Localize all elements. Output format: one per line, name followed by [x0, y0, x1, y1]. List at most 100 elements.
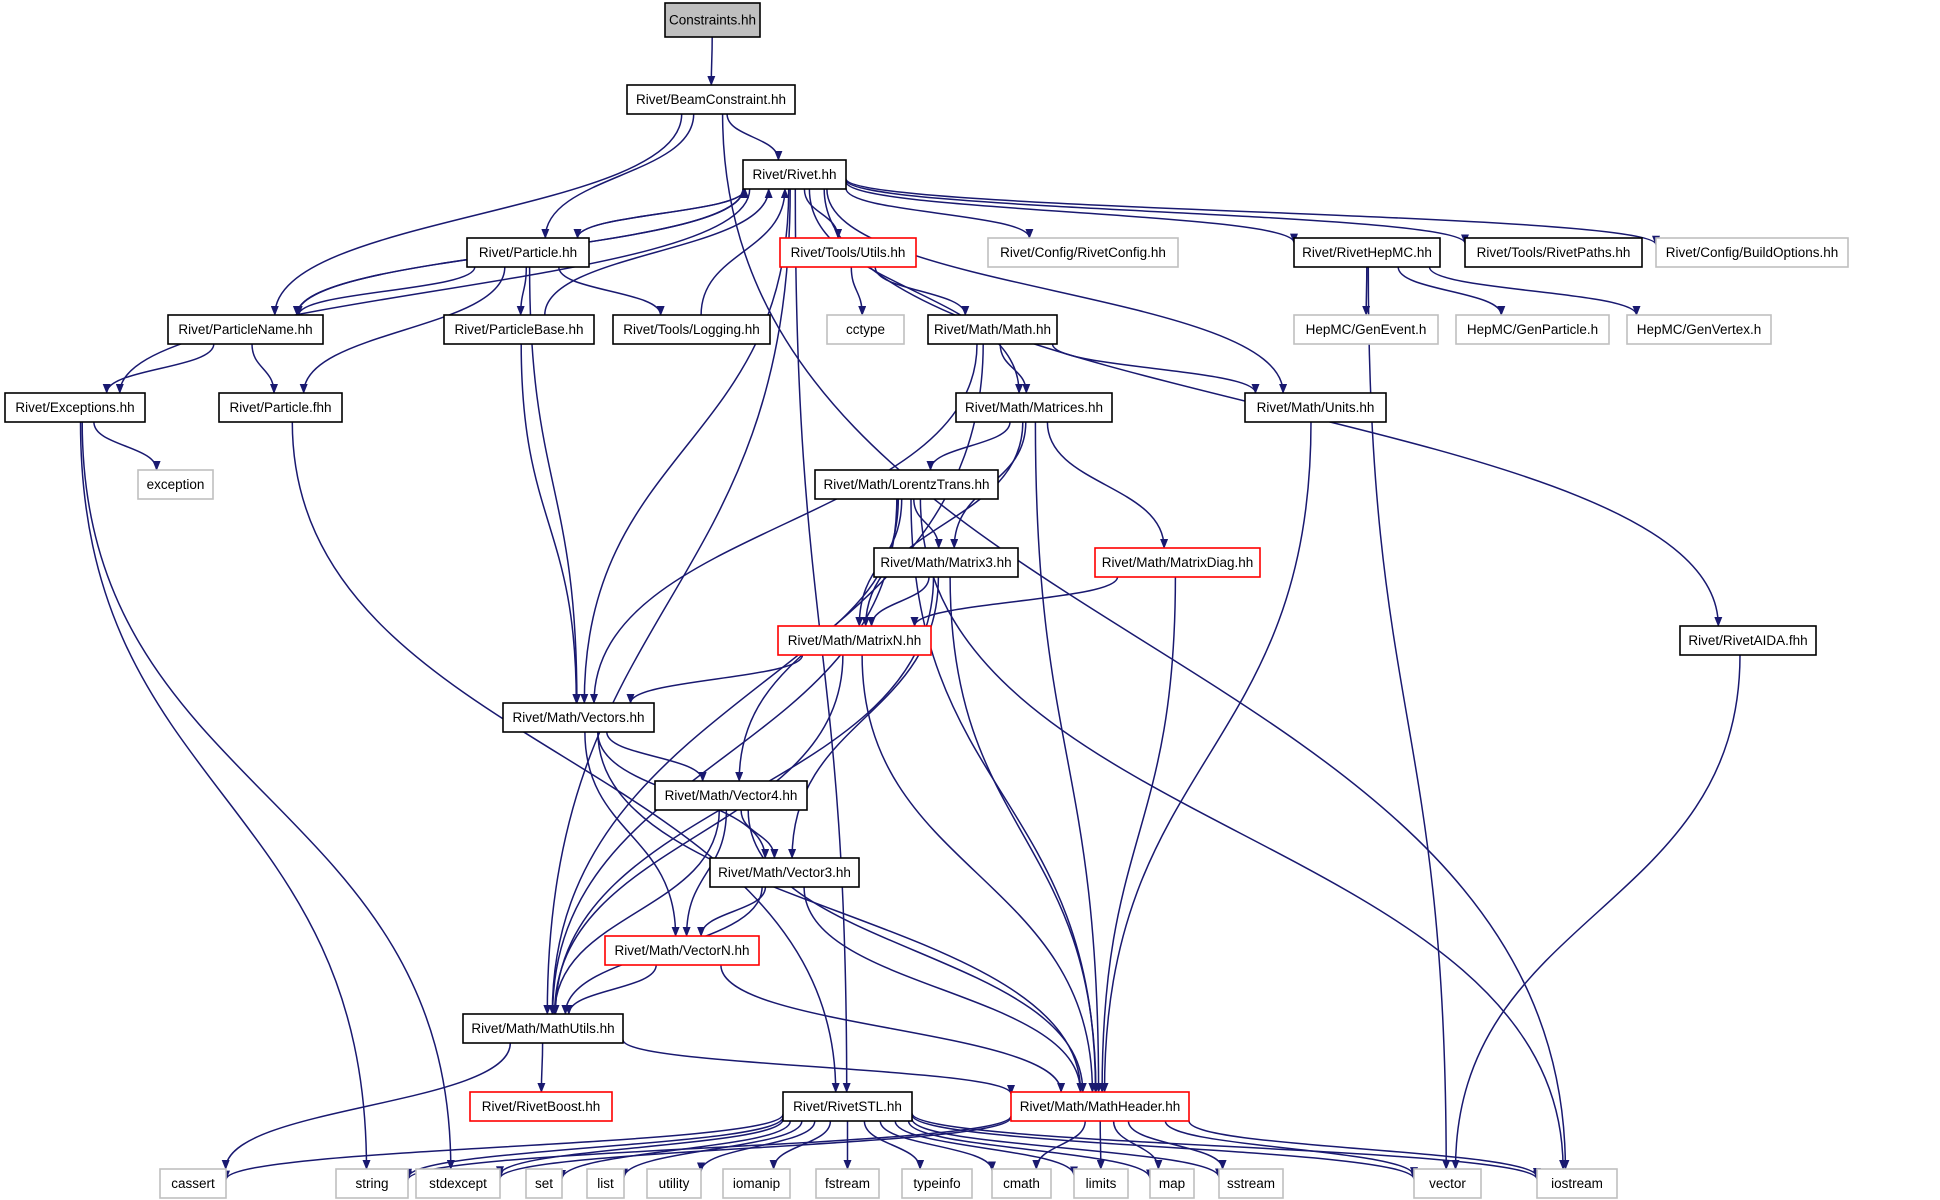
node-vector3[interactable]: Rivet/Math/Vector3.hh — [709, 857, 860, 888]
node-vector4[interactable]: Rivet/Math/Vector4.hh — [654, 780, 808, 811]
node-constraints: Constraints.hh — [664, 2, 761, 38]
node-rivet[interactable]: Rivet/Rivet.hh — [742, 159, 847, 190]
node-exception: exception — [137, 469, 214, 500]
edge-rivetstl-to-sstream — [911, 1118, 1223, 1179]
node-box — [218, 392, 343, 423]
node-matrix3[interactable]: Rivet/Math/Matrix3.hh — [873, 547, 1019, 578]
node-label: Rivet/Math/Matrices.hh — [965, 400, 1103, 415]
node-label: exception — [147, 477, 205, 492]
node-matrixn[interactable]: Rivet/Math/MatrixN.hh — [777, 625, 932, 656]
node-stdexcept: stdexcept — [415, 1168, 501, 1199]
node-matrixdiag[interactable]: Rivet/Math/MatrixDiag.hh — [1094, 547, 1261, 578]
node-buildoptions: Rivet/Config/BuildOptions.hh — [1655, 237, 1849, 268]
node-label: Rivet/Math/VectorN.hh — [614, 943, 749, 958]
node-vectors[interactable]: Rivet/Math/Vectors.hh — [502, 702, 655, 733]
edge-particlename-to-particlefhh — [251, 343, 278, 394]
node-label: Rivet/ParticleName.hh — [178, 322, 312, 337]
node-label: utility — [659, 1176, 690, 1191]
node-particlename[interactable]: Rivet/ParticleName.hh — [167, 314, 324, 345]
node-box — [1464, 237, 1643, 268]
node-box — [137, 469, 214, 500]
edge-lorentztrans-to-iostream — [919, 498, 1568, 1170]
node-vectorn[interactable]: Rivet/Math/VectorN.hh — [604, 935, 760, 966]
node-box — [901, 1168, 973, 1199]
node-particlebase[interactable]: Rivet/ParticleBase.hh — [443, 314, 595, 345]
edge-rivet-to-rivetpaths — [845, 179, 1469, 245]
edges-layer — [79, 36, 1741, 1181]
node-box — [722, 1168, 791, 1199]
edge-exceptions-to-string — [79, 421, 371, 1170]
edge-rivetstl-to-vector — [911, 1114, 1418, 1181]
node-rivetstl[interactable]: Rivet/RivetSTL.hh — [782, 1091, 913, 1122]
node-box — [525, 1168, 563, 1199]
node-box — [742, 159, 847, 190]
edge-rivetstl-to-iostream — [911, 1112, 1541, 1181]
edge-mathmath-to-units — [1051, 343, 1260, 394]
node-label: Rivet/BeamConstraint.hh — [636, 92, 786, 107]
node-iomanip: iomanip — [722, 1168, 791, 1199]
node-label: sstream — [1227, 1176, 1275, 1191]
node-box — [664, 2, 761, 38]
node-label: stdexcept — [429, 1176, 487, 1191]
node-label: Rivet/ParticleBase.hh — [454, 322, 583, 337]
node-box — [462, 1013, 624, 1044]
node-exceptions[interactable]: Rivet/Exceptions.hh — [4, 392, 146, 423]
node-beamconstraint[interactable]: Rivet/BeamConstraint.hh — [626, 84, 796, 115]
node-particlefhh[interactable]: Rivet/Particle.fhh — [218, 392, 343, 423]
edge-rivet-to-matrices — [808, 188, 1024, 394]
node-box — [1536, 1168, 1618, 1199]
node-box — [815, 1168, 880, 1199]
edge-rivetstl-to-string — [404, 1116, 784, 1179]
node-box — [782, 1091, 913, 1122]
node-mathheader[interactable]: Rivet/Math/MathHeader.hh — [1010, 1091, 1190, 1122]
node-lorentztrans[interactable]: Rivet/Math/LorentzTrans.hh — [814, 469, 999, 500]
edge-matrixdiag-to-matrixn — [910, 576, 1119, 627]
node-toolsutils[interactable]: Rivet/Tools/Utils.hh — [779, 237, 917, 268]
node-limits: limits — [1073, 1168, 1129, 1199]
node-label: Rivet/Particle.hh — [479, 245, 577, 260]
node-string: string — [335, 1168, 409, 1199]
node-typeinfo: typeinfo — [901, 1168, 973, 1199]
node-box — [709, 857, 860, 888]
edge-mathheader-to-vector — [1164, 1120, 1418, 1178]
node-label: Rivet/Math/Units.hh — [1257, 400, 1375, 415]
node-label: Rivet/Tools/RivetPaths.hh — [1477, 245, 1631, 260]
node-mathutils[interactable]: Rivet/Math/MathUtils.hh — [462, 1013, 624, 1044]
node-rivethepmc[interactable]: Rivet/RivetHepMC.hh — [1293, 237, 1441, 268]
edge-beamconstraint-to-rivet — [726, 113, 783, 161]
edge-rivet-to-rivethepmc — [845, 181, 1298, 244]
node-box — [1010, 1091, 1190, 1122]
edge-rivet-to-vectors — [580, 188, 790, 704]
node-label: cctype — [846, 322, 885, 337]
edge-rivet-to-buildoptions — [845, 178, 1660, 246]
node-label: Rivet/Tools/Logging.hh — [623, 322, 760, 337]
node-mathmath[interactable]: Rivet/Math/Math.hh — [927, 314, 1058, 345]
edge-matrixn-to-vectors — [626, 654, 804, 704]
edge-vector4-to-mathutils — [550, 809, 721, 1015]
edge-mathheader-to-cmath — [1032, 1120, 1086, 1170]
node-box — [626, 84, 796, 115]
node-rivetaida[interactable]: Rivet/RivetAIDA.fhh — [1679, 625, 1817, 656]
node-rivetboost[interactable]: Rivet/RivetBoost.hh — [469, 1091, 613, 1122]
node-box — [814, 469, 999, 500]
node-units[interactable]: Rivet/Math/Units.hh — [1244, 392, 1387, 423]
node-rivetpaths[interactable]: Rivet/Tools/RivetPaths.hh — [1464, 237, 1643, 268]
node-box — [466, 237, 590, 268]
node-label: Rivet/Particle.fhh — [229, 400, 331, 415]
node-label: list — [597, 1176, 614, 1191]
node-particle[interactable]: Rivet/Particle.hh — [466, 237, 590, 268]
node-label: Rivet/RivetHepMC.hh — [1302, 245, 1432, 260]
node-label: limits — [1086, 1176, 1117, 1191]
node-box — [1073, 1168, 1129, 1199]
edge-particle-to-logging — [558, 266, 665, 316]
node-box — [1455, 314, 1610, 345]
node-box — [443, 314, 595, 345]
node-label: map — [1159, 1176, 1185, 1191]
node-logging[interactable]: Rivet/Tools/Logging.hh — [612, 314, 771, 345]
node-matrices[interactable]: Rivet/Math/Matrices.hh — [955, 392, 1113, 423]
edge-mathmath-to-matrices — [999, 343, 1031, 394]
node-box — [1293, 237, 1441, 268]
edge-exceptions-to-stdexcept — [81, 421, 455, 1170]
node-box — [4, 392, 146, 423]
node-box — [335, 1168, 409, 1199]
